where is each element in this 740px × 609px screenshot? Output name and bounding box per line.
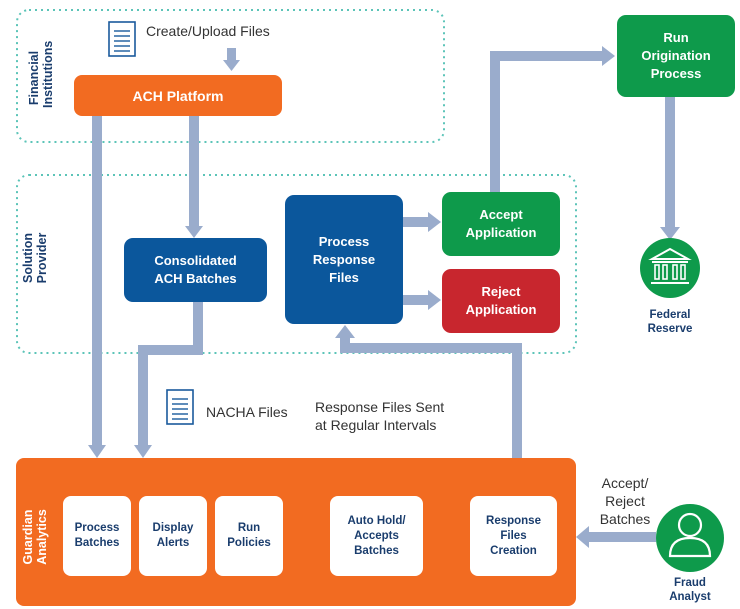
financial-institutions-label: Financial Institutions bbox=[27, 40, 55, 108]
document-icon bbox=[108, 21, 136, 57]
auto-hold-box: Auto Hold/ Accepts Batches bbox=[330, 496, 423, 576]
person-icon bbox=[656, 504, 724, 572]
solution-provider-region bbox=[16, 174, 577, 354]
consolidated-ach-batches-box: Consolidated ACH Batches bbox=[124, 238, 267, 302]
accept-application-box: Accept Application bbox=[442, 192, 560, 256]
accept-reject-batches-label: Accept/ Reject Batches bbox=[599, 475, 651, 527]
solution-provider-label: Solution Provider bbox=[21, 232, 49, 284]
run-policies-box: Run Policies bbox=[215, 496, 283, 576]
nacha-files-label: NACHA Files bbox=[206, 404, 288, 420]
guardian-analytics-label: Guardian Analytics bbox=[21, 509, 49, 565]
financial-institutions-region bbox=[16, 9, 445, 143]
connector-lines bbox=[88, 46, 680, 548]
document-icon bbox=[166, 389, 194, 425]
process-batches-box: Process Batches bbox=[63, 496, 131, 576]
display-alerts-box: Display Alerts bbox=[139, 496, 207, 576]
ach-platform-box: ACH Platform bbox=[74, 75, 282, 116]
bank-icon bbox=[640, 238, 700, 298]
federal-reserve-label: Federal Reserve bbox=[647, 309, 693, 335]
response-files-creation-box: Response Files Creation bbox=[470, 496, 557, 576]
reject-application-box: Reject Application bbox=[442, 269, 560, 333]
run-origination-process-box: Run Origination Process bbox=[617, 15, 735, 97]
response-sent-label: Response Files Sent at Regular Intervals bbox=[315, 399, 445, 433]
process-response-files-box: Process Response Files bbox=[285, 195, 403, 324]
fraud-analyst-label: Fraud Analyst bbox=[669, 577, 711, 603]
create-upload-label: Create/Upload Files bbox=[146, 23, 270, 39]
